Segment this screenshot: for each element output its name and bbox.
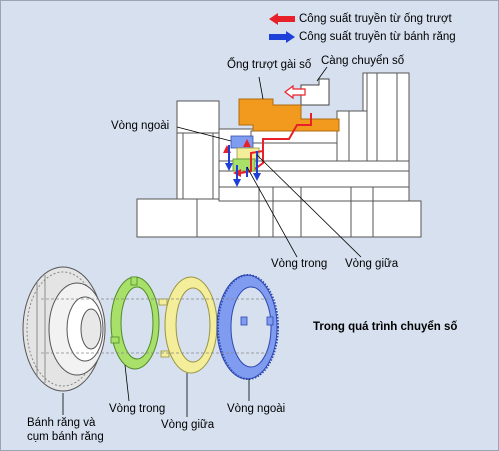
- inner-ring: [110, 276, 160, 370]
- red-arrow-icon: [269, 13, 295, 25]
- gear-power-path: [228, 145, 258, 179]
- fork-label: Càng chuyển số: [321, 55, 405, 67]
- middle-ring-bottom-label: Vòng giữa: [161, 419, 215, 431]
- inner-ring-section: [232, 158, 256, 172]
- sleeve-label: Ống trượt gài số: [227, 59, 312, 71]
- legend-item-gear-power: Công suất truyền từ bánh răng: [269, 30, 456, 44]
- shift-fork: [300, 78, 330, 106]
- leader-lines: [176, 66, 362, 258]
- outer-ring: [216, 274, 279, 380]
- middle-ring-top-label: Vòng giữa: [345, 258, 399, 270]
- legend-label: Công suất truyền từ ống trượt: [299, 13, 452, 25]
- legend-item-sleeve-power: Công suất truyền từ ống trượt: [269, 12, 452, 26]
- outer-ring-top-label: Vòng ngoài: [111, 120, 170, 132]
- gear-assembly: [22, 266, 106, 392]
- legend-label: Công suất truyền từ bánh răng: [299, 31, 456, 43]
- gear-label-line1: Bánh răng và: [27, 417, 96, 429]
- caption: Trong quá trình chuyển số: [313, 321, 458, 333]
- inner-ring-top-label: Vòng trong: [271, 258, 328, 270]
- shift-sleeve: [238, 98, 340, 132]
- gear-label-line2: cụm bánh răng: [27, 431, 104, 443]
- hollow-arrow-icon: [284, 84, 306, 100]
- middle-ring: [158, 276, 218, 374]
- middle-ring-section: [236, 147, 260, 160]
- inner-ring-bottom-label: Vòng trong: [109, 403, 166, 415]
- outer-ring-bottom-label: Vòng ngoài: [227, 403, 286, 415]
- blue-arrow-icon: [269, 31, 295, 43]
